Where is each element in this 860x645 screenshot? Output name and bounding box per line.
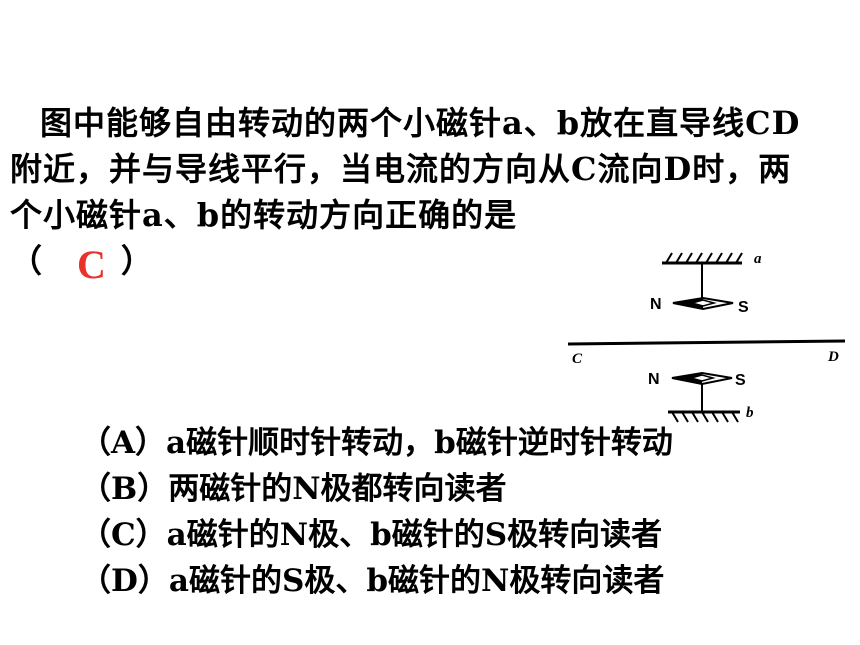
needle-b <box>671 371 733 386</box>
label-north-b: N <box>648 371 660 388</box>
paren-open: （ <box>10 242 44 280</box>
needle-a <box>672 296 734 311</box>
option-d[interactable]: （D）a磁针的S极、b磁针的N极转向读者 <box>80 563 665 599</box>
option-c[interactable]: （C）a磁针的N极、b磁针的S极转向读者 <box>80 517 663 553</box>
options-list: （A）a磁针顺时针转动，b磁针逆时针转动 （B）两磁针的N极都转向读者 （C）a… <box>80 420 673 604</box>
label-wire-c: C <box>572 351 583 367</box>
label-needle-b: b <box>746 405 754 421</box>
wire-cd <box>567 339 846 346</box>
question-text: 图中能够自由转动的两个小磁针a、b放在直导线CD附近，并与导线平行，当电流的方向… <box>10 100 822 288</box>
option-a[interactable]: （A）a磁针顺时针转动，b磁针逆时针转动 <box>80 425 673 461</box>
label-north-a: N <box>650 296 662 313</box>
option-b[interactable]: （B）两磁针的N极都转向读者 <box>80 471 507 507</box>
label-wire-d: D <box>827 349 839 365</box>
question-body: 图中能够自由转动的两个小磁针a、b放在直导线CD附近，并与导线平行，当电流的方向… <box>10 104 801 234</box>
answer-letter: C <box>77 242 107 287</box>
top-support <box>662 252 743 298</box>
paren-close: ） <box>120 242 154 280</box>
label-needle-a: a <box>754 251 762 267</box>
label-south-a: S <box>738 299 749 316</box>
magnet-wire-diagram: a N S C D N S b <box>567 251 846 423</box>
label-south-b: S <box>735 372 746 389</box>
bottom-support <box>668 384 740 423</box>
